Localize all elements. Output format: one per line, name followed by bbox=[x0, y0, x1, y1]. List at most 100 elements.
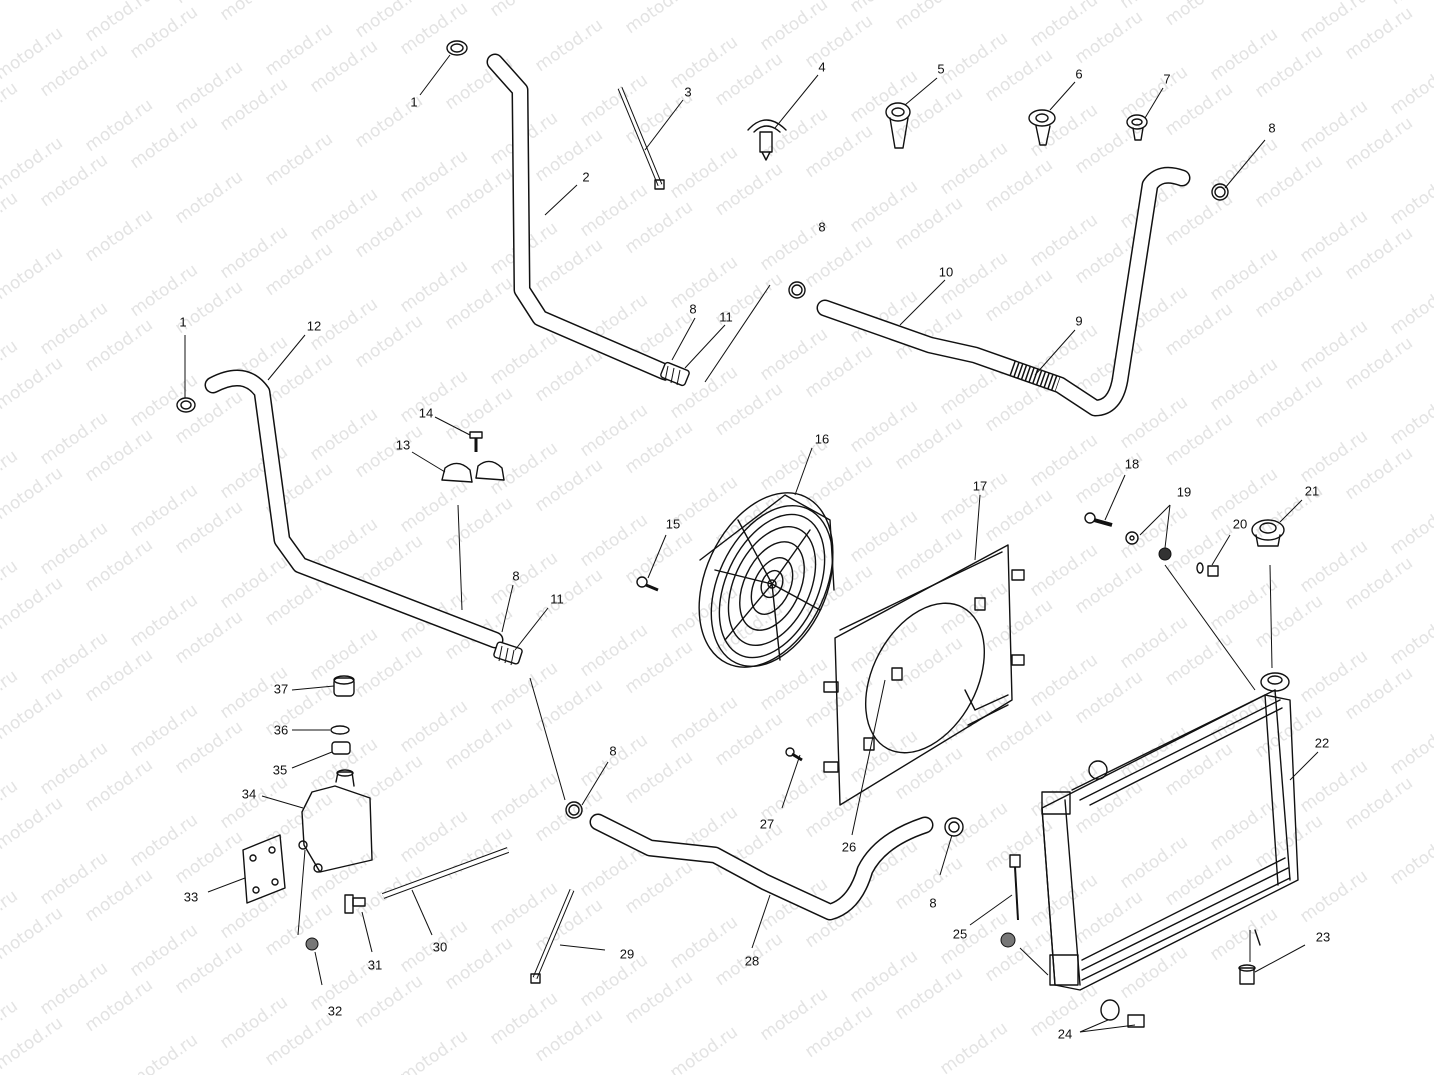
callout-8: 8 bbox=[512, 568, 519, 583]
clamp-1-left bbox=[176, 397, 196, 413]
callout-12: 12 bbox=[307, 318, 321, 333]
watermark-text: motod.ru bbox=[1386, 0, 1434, 9]
callout-8: 8 bbox=[1268, 120, 1275, 135]
clamp-8-d bbox=[944, 817, 964, 837]
watermark-text: motod.ru bbox=[81, 205, 156, 266]
watermark-text: motod.ru bbox=[0, 683, 67, 744]
ring-35 bbox=[331, 741, 351, 755]
hose-28 bbox=[589, 813, 934, 921]
callout-24: 24 bbox=[1058, 1026, 1072, 1041]
watermark-text: motod.ru bbox=[0, 0, 22, 29]
bolt-20 bbox=[1196, 562, 1219, 577]
fitting-11-upper bbox=[660, 361, 690, 387]
hose-10-9 bbox=[816, 166, 1191, 417]
reservoir-34 bbox=[298, 769, 373, 873]
watermark-text: motod.ru bbox=[0, 793, 67, 854]
washer-19 bbox=[1125, 531, 1139, 545]
callout-18: 18 bbox=[1125, 456, 1139, 471]
watermark-text: motod.ru bbox=[531, 15, 606, 76]
clamp-8-b bbox=[788, 281, 806, 299]
bolt-14 bbox=[469, 431, 483, 452]
watermark-text: motod.ru bbox=[1386, 168, 1434, 229]
callout-30: 30 bbox=[433, 939, 447, 954]
watermark-text: motod.ru bbox=[0, 573, 67, 634]
clamp-8-a bbox=[1211, 183, 1229, 201]
callout-10: 10 bbox=[939, 264, 953, 279]
callout-29: 29 bbox=[620, 946, 634, 961]
clamp-1-upper bbox=[446, 40, 468, 56]
bracket-33 bbox=[242, 834, 286, 904]
hose-2 bbox=[486, 53, 674, 381]
watermark-text: motod.ru bbox=[0, 463, 67, 524]
callout-28: 28 bbox=[745, 953, 759, 968]
watermark-text: motod.ru bbox=[891, 0, 966, 34]
clamp-8-c bbox=[565, 801, 583, 819]
hose-9-ribbed-section bbox=[1009, 360, 1061, 392]
watermark-text: motod.ru bbox=[0, 78, 22, 139]
watermark-text: motod.ru bbox=[0, 188, 22, 249]
drain-24 bbox=[1100, 999, 1145, 1028]
callout-16: 16 bbox=[815, 431, 829, 446]
callout-3: 3 bbox=[684, 84, 691, 99]
petcock-23 bbox=[1238, 964, 1256, 985]
watermark-text: motod.ru bbox=[0, 353, 67, 414]
shroud-17 bbox=[823, 544, 1025, 806]
nut-19 bbox=[1158, 547, 1172, 561]
callout-23: 23 bbox=[1316, 929, 1330, 944]
callout-22: 22 bbox=[1315, 735, 1329, 750]
callout-19: 19 bbox=[1177, 484, 1191, 499]
cable-tie-3 bbox=[617, 87, 665, 190]
watermark-text: motod.ru bbox=[171, 167, 246, 228]
callout-37: 37 bbox=[274, 681, 288, 696]
hose-30 bbox=[381, 847, 510, 899]
watermark-text: motod.ru bbox=[1386, 388, 1434, 449]
watermark-text: motod.ru bbox=[1386, 278, 1434, 339]
clip-6 bbox=[1028, 109, 1056, 146]
watermark-text: motod.ru bbox=[1386, 608, 1434, 669]
watermark-text: motod.ru bbox=[666, 1022, 741, 1075]
callout-1: 1 bbox=[410, 94, 417, 109]
callout-34: 34 bbox=[242, 786, 256, 801]
callout-35: 35 bbox=[273, 762, 287, 777]
watermark-text: motod.ru bbox=[1296, 866, 1371, 927]
sensor-25 bbox=[1000, 854, 1021, 948]
watermark-text: motod.ru bbox=[1386, 828, 1434, 889]
clip-4 bbox=[747, 119, 787, 161]
seal-36 bbox=[330, 725, 350, 735]
callout-11: 11 bbox=[550, 591, 564, 606]
callout-14: 14 bbox=[419, 405, 433, 420]
callout-4: 4 bbox=[818, 59, 825, 74]
watermark-text: motod.ru bbox=[1386, 58, 1434, 119]
callout-20: 20 bbox=[1233, 516, 1247, 531]
leader-lines bbox=[184, 54, 1319, 1033]
callout-11: 11 bbox=[719, 309, 733, 324]
fitting-31 bbox=[344, 894, 366, 914]
watermark-text: motod.ru bbox=[1431, 0, 1434, 26]
screw-27 bbox=[785, 747, 803, 762]
callout-labels: 1 1 2 3 4 5 6 7 8 8 8 8 8 8 9 10 11 11 1… bbox=[179, 59, 1330, 1041]
callout-6: 6 bbox=[1075, 66, 1082, 81]
callout-25: 25 bbox=[953, 926, 967, 941]
bolt-18 bbox=[1084, 512, 1113, 527]
callout-1: 1 bbox=[179, 314, 186, 329]
watermark-text: motod.ru bbox=[936, 1018, 1011, 1075]
callout-2: 2 bbox=[582, 169, 589, 184]
callout-26: 26 bbox=[842, 839, 856, 854]
watermark-text: motod.ru bbox=[486, 0, 561, 21]
clip-7 bbox=[1126, 114, 1148, 141]
watermark-text: motod.ru bbox=[0, 1013, 67, 1074]
watermark-text: motod.ru bbox=[1116, 942, 1191, 1003]
callout-5: 5 bbox=[937, 61, 944, 76]
watermark-text: motod.ru bbox=[1161, 0, 1236, 30]
watermark-text: motod.ru bbox=[1386, 498, 1434, 559]
callout-32: 32 bbox=[328, 1003, 342, 1018]
cap-21 bbox=[1251, 519, 1285, 547]
clip-5 bbox=[885, 102, 911, 149]
callout-36: 36 bbox=[274, 722, 288, 737]
callout-8: 8 bbox=[929, 895, 936, 910]
callout-8: 8 bbox=[689, 301, 696, 316]
callout-33: 33 bbox=[184, 889, 198, 904]
bracket-13 bbox=[441, 460, 505, 483]
